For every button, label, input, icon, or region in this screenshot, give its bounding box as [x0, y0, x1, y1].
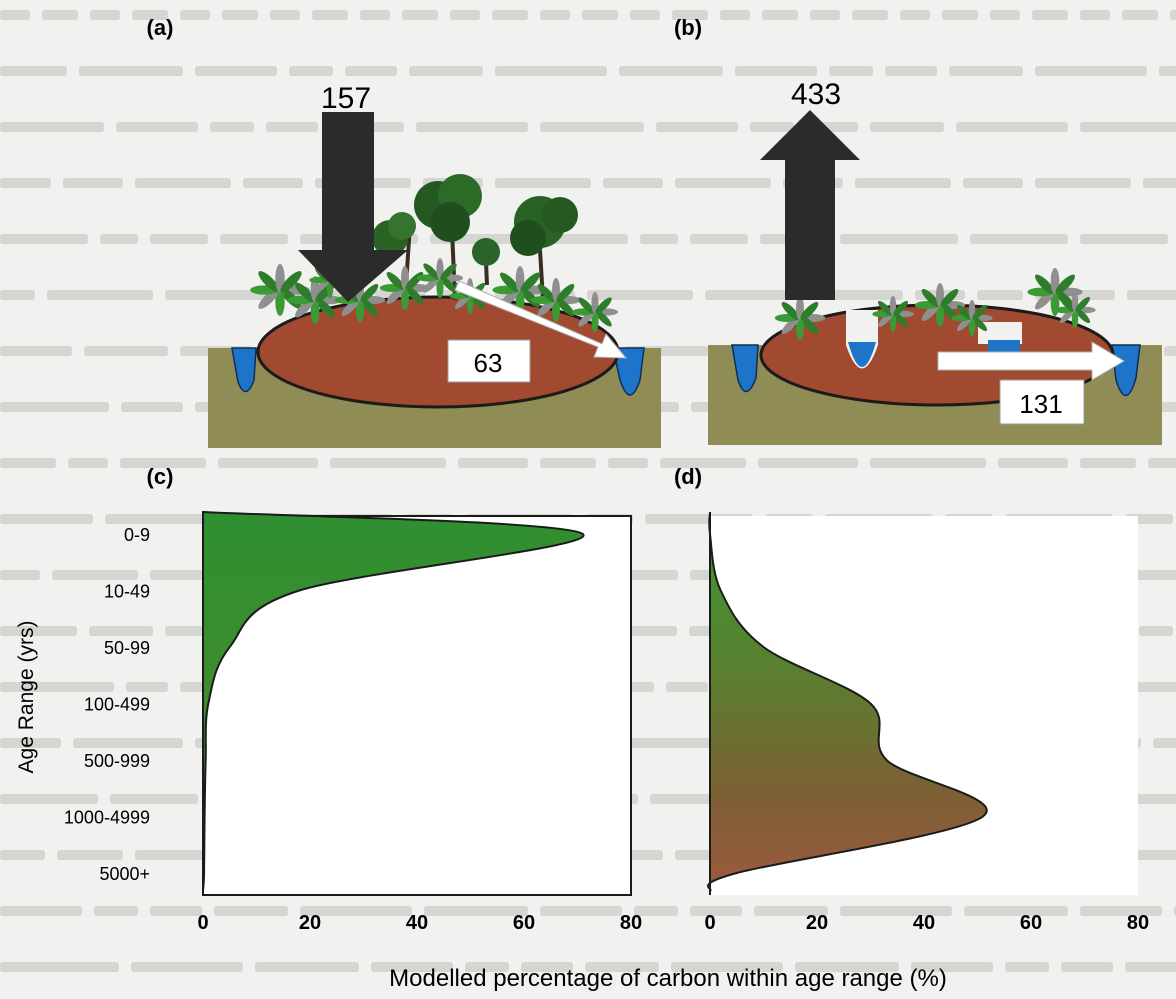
panel-b-lateral-arrow [937, 341, 1125, 381]
panel-a-trees [372, 174, 578, 301]
y-axis-label: Age Range (yrs) [15, 621, 38, 774]
panel-c-label: (c) [147, 464, 174, 489]
x-axis-label: Modelled percentage of carbon within age… [389, 965, 947, 992]
panel-b-surface-cutouts [770, 300, 1022, 369]
x-tick-label: 20 [806, 912, 828, 934]
panel-b-up-value: 433 [791, 78, 841, 111]
x-tick-label: 40 [913, 912, 935, 934]
x-tick-label: 40 [406, 912, 428, 934]
age-tick-label: 100-499 [84, 695, 150, 715]
panel-a: (a) 63 157 [147, 15, 661, 448]
age-tick-label: 0-9 [124, 525, 150, 545]
panel-a-lateral-value-box [447, 339, 531, 383]
panel-c-x-ticks: 0 20 40 60 80 [197, 912, 642, 934]
panel-d-distribution-area [707, 511, 988, 893]
panel-c-age-ticks: 0-9 10-49 50-99 100-499 500-999 1000-4999 5000… [64, 525, 150, 884]
panel-d: (d) 0 20 40 60 80 [674, 464, 1149, 934]
x-tick-label: 0 [704, 912, 715, 934]
panel-b-left-ditch [731, 344, 759, 393]
age-tick-label: 500-999 [84, 751, 150, 771]
age-tick-label: 10-49 [104, 582, 150, 602]
panel-d-x-ticks: 0 20 40 60 80 [704, 912, 1149, 934]
panel-a-lateral-value: 63 [474, 348, 503, 378]
age-tick-label: 1000-4999 [64, 808, 150, 828]
x-tick-label: 80 [1127, 912, 1149, 934]
panel-c: (c) 0-9 10-49 50-99 100-499 500-999 1000-4999… [15, 464, 642, 934]
x-tick-label: 60 [1020, 912, 1042, 934]
panel-a-label: (a) [147, 15, 174, 40]
panel-b-label: (b) [674, 15, 702, 40]
panel-a-left-ditch [231, 347, 257, 393]
panel-b: (b) 131 433 [674, 15, 1162, 445]
x-tick-label: 60 [513, 912, 535, 934]
panel-b-lateral-value: 131 [1019, 389, 1062, 419]
panel-b-shrubs [774, 267, 1096, 341]
panel-b-drain-water [848, 340, 1020, 367]
panel-a-lateral-arrow [454, 280, 628, 359]
panel-b-lateral-value-box [999, 379, 1085, 425]
panel-b-up-arrow [760, 110, 860, 300]
x-tick-label: 0 [197, 912, 208, 934]
x-tick-label: 80 [620, 912, 642, 934]
panel-a-down-value: 157 [321, 82, 371, 115]
age-tick-label: 50-99 [104, 638, 150, 658]
panel-a-down-arrow [298, 112, 408, 302]
panel-a-right-ditch [612, 347, 645, 396]
panel-d-label: (d) [674, 464, 702, 489]
age-tick-label: 5000+ [99, 864, 150, 884]
panel-c-distribution-area [202, 510, 585, 892]
x-tick-label: 20 [299, 912, 321, 934]
